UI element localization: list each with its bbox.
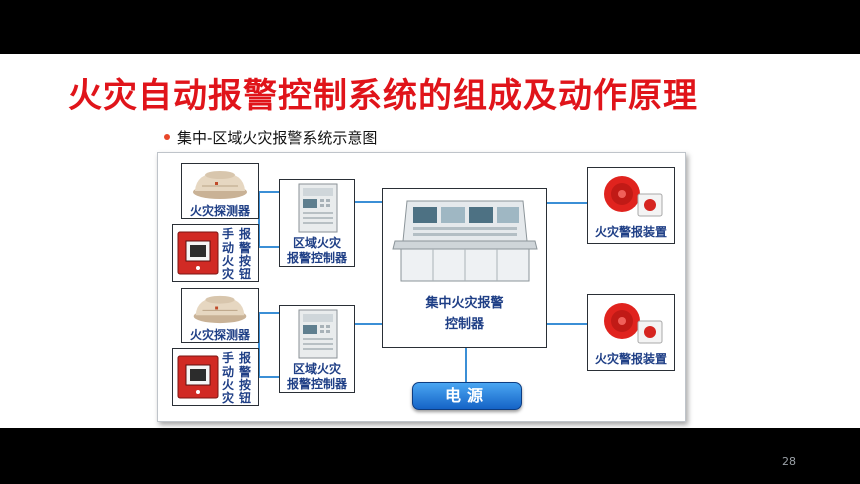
connector-left-upper-vertical bbox=[258, 191, 260, 248]
connector-button1-regional1 bbox=[259, 246, 279, 248]
regional-controller-label-line-1: 区域火灾 bbox=[292, 362, 341, 376]
control-console-icon bbox=[392, 200, 538, 282]
bullet-text: 集中-区域火灾报警系统示意图 bbox=[177, 129, 378, 147]
regional-controller-2: 区域火灾 报警控制器 bbox=[279, 305, 355, 393]
power-supply: 电源 bbox=[412, 382, 522, 410]
connector-detector1-regional1 bbox=[259, 191, 279, 193]
regional-controller-label-line-2: 报警控制器 bbox=[286, 251, 347, 265]
manual-button-label-line-4: 灾钮 bbox=[221, 267, 256, 281]
manual-button-label-line-1: 手报 bbox=[221, 351, 256, 365]
manual-call-point-icon bbox=[177, 231, 219, 275]
smoke-detector-icon bbox=[193, 295, 247, 324]
system-diagram: 火灾探测器 手报 动警 火按 灾钮 区域火灾 bbox=[157, 152, 686, 422]
connector-central-alarm1 bbox=[547, 202, 587, 204]
page-number: 28 bbox=[782, 455, 796, 468]
smoke-detector-icon bbox=[193, 171, 247, 199]
regional-controller-label-line-1: 区域火灾 bbox=[292, 236, 341, 250]
connector-central-power bbox=[465, 348, 467, 382]
fire-alarm-device-1: 火灾警报装置 bbox=[587, 167, 675, 244]
connector-central-alarm2 bbox=[547, 323, 587, 325]
control-cabinet-icon bbox=[298, 309, 338, 359]
slide: 火灾自动报警控制系统的组成及动作原理 集中-区域火灾报警系统示意图 火灾探测器 bbox=[0, 54, 860, 428]
central-controller: 集中火灾报警 控制器 bbox=[382, 188, 547, 348]
regional-controller-label-line-2: 报警控制器 bbox=[286, 377, 347, 391]
manual-alarm-button-1: 手报 动警 火按 灾钮 bbox=[172, 224, 259, 282]
fire-alarm-device-label: 火灾警报装置 bbox=[594, 225, 667, 239]
fire-alarm-device-label: 火灾警报装置 bbox=[594, 352, 667, 366]
manual-call-point-icon bbox=[177, 355, 219, 399]
connector-button2-regional2 bbox=[259, 376, 279, 378]
manual-button-label-line-2: 动警 bbox=[221, 365, 256, 379]
fire-detector-1: 火灾探测器 bbox=[181, 163, 259, 219]
bullet-dot-icon bbox=[164, 133, 170, 140]
fire-detector-label: 火灾探测器 bbox=[189, 204, 250, 218]
connector-regional2-central bbox=[355, 323, 382, 325]
manual-button-label-line-2: 动警 bbox=[221, 241, 256, 255]
connector-left-lower-vertical bbox=[258, 312, 260, 378]
alarm-sounder-icon bbox=[604, 176, 663, 217]
bullet-item: 集中-区域火灾报警系统示意图 bbox=[164, 127, 377, 148]
manual-button-label-line-3: 火按 bbox=[221, 378, 256, 392]
alarm-sounder-icon bbox=[604, 303, 663, 344]
manual-alarm-button-2: 手报 动警 火按 灾钮 bbox=[172, 348, 259, 406]
connector-regional1-central bbox=[355, 201, 382, 203]
fire-alarm-device-2: 火灾警报装置 bbox=[587, 294, 675, 371]
central-controller-label-line-1: 集中火灾报警 bbox=[425, 296, 504, 311]
manual-button-label-line-3: 火按 bbox=[221, 254, 256, 268]
control-cabinet-icon bbox=[298, 183, 338, 233]
manual-button-label-line-4: 灾钮 bbox=[221, 391, 256, 405]
fire-detector-2: 火灾探测器 bbox=[181, 288, 259, 343]
regional-controller-1: 区域火灾 报警控制器 bbox=[279, 179, 355, 267]
connector-detector2-regional2 bbox=[259, 312, 279, 314]
slide-title: 火灾自动报警控制系统的组成及动作原理 bbox=[68, 76, 698, 116]
central-controller-label-line-2: 控制器 bbox=[444, 317, 484, 332]
fire-detector-label: 火灾探测器 bbox=[189, 328, 250, 342]
manual-button-label-line-1: 手报 bbox=[221, 227, 256, 241]
